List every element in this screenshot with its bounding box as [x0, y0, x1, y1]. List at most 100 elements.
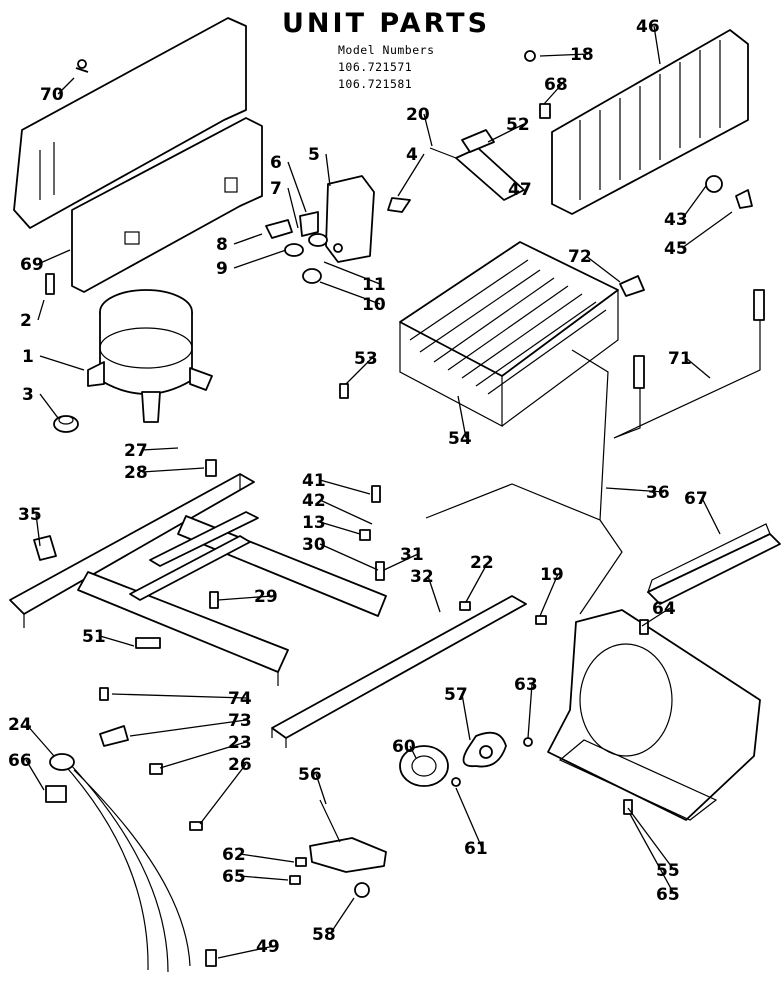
leader-line-64: [641, 607, 671, 627]
leader-line-46: [653, 25, 661, 65]
diagram-title: UNIT PARTS: [282, 8, 491, 39]
tubing-part: [425, 289, 765, 615]
leader-line-72: [585, 255, 621, 283]
leader-line-24: [25, 723, 55, 757]
leader-line-61: [455, 787, 483, 849]
evaporator-part: [399, 241, 619, 427]
part-number-58: 58: [312, 925, 336, 945]
part-number-29: 29: [254, 587, 278, 607]
leader-line-52: [487, 123, 525, 143]
part-number-47: 47: [508, 180, 532, 200]
part-number-35: 35: [18, 505, 42, 525]
leader-line-57: [461, 693, 471, 741]
part-number-67: 67: [684, 489, 708, 509]
small-hardware-parts: [33, 50, 753, 967]
model-number-1: 106.721571: [338, 60, 413, 74]
leader-lines: [25, 25, 733, 959]
part-number-57: 57: [444, 685, 468, 705]
part-number-22: 22: [470, 553, 494, 573]
part-number-13: 13: [302, 513, 326, 533]
leader-line-45: [681, 211, 733, 249]
part-number-28: 28: [124, 463, 148, 483]
leader-line-56: [315, 773, 327, 805]
part-number-66: 66: [8, 751, 32, 771]
leader-line-58: [329, 897, 355, 935]
part-number-10: 10: [362, 295, 386, 315]
leader-line-42: [319, 499, 373, 525]
part-number-20: 20: [406, 105, 430, 125]
part-number-5: 5: [308, 145, 320, 165]
leader-line-35: [35, 513, 41, 547]
leader-line-53: [345, 357, 373, 385]
part-number-64: 64: [652, 599, 676, 619]
part-number-46: 46: [636, 17, 660, 37]
part-number-41: 41: [302, 471, 326, 491]
part-number-65: 65: [656, 885, 680, 905]
part-number-1: 1: [22, 347, 34, 367]
model-number-2: 106.721581: [338, 77, 413, 91]
wire-harness-part: [45, 753, 191, 973]
relay-group-part: [265, 175, 411, 284]
part-number-30: 30: [302, 535, 326, 555]
leader-line-2: [37, 299, 45, 321]
part-number-72: 72: [568, 247, 592, 267]
part-number-70: 70: [40, 85, 64, 105]
leader-line-67: [701, 497, 721, 535]
fan-shroud-part: [547, 609, 761, 821]
leader-line-13: [319, 521, 361, 535]
part-number-8: 8: [216, 235, 228, 255]
leader-line-41: [319, 479, 371, 495]
leader-line-27: [141, 447, 179, 451]
part-number-61: 61: [464, 839, 488, 859]
leader-line-8: [233, 233, 263, 245]
leader-line-31: [383, 553, 419, 571]
leader-line-6: [287, 161, 307, 213]
part-number-68: 68: [544, 75, 568, 95]
leader-line-54: [457, 395, 467, 439]
condenser-part: [551, 29, 749, 215]
part-number-7: 7: [270, 179, 282, 199]
grommet-3-part: [53, 415, 79, 433]
part-number-19: 19: [540, 565, 564, 585]
part-number-31: 31: [400, 545, 424, 565]
leader-line-71: [685, 357, 711, 379]
part-number-62: 62: [222, 845, 246, 865]
leader-line-66: [25, 759, 45, 791]
part-number-11: 11: [362, 275, 386, 295]
cross-rail-part: [271, 595, 527, 748]
leader-line-74: [111, 693, 247, 699]
part-number-53: 53: [354, 349, 378, 369]
part-number-42: 42: [302, 491, 326, 511]
leader-line-60: [409, 745, 417, 759]
leader-line-19: [539, 573, 559, 617]
part-number-45: 45: [664, 239, 688, 259]
part-number-65: 65: [222, 867, 246, 887]
part-number-74: 74: [228, 689, 252, 709]
leader-line-36: [605, 487, 665, 493]
leader-line-28: [141, 467, 205, 473]
compressor-part: [87, 289, 213, 423]
leader-line-9: [233, 249, 287, 269]
base-frame-part: [9, 473, 387, 686]
leader-line-5: [325, 153, 331, 187]
model-numbers: Model Numbers 106.721571 106.721581: [338, 42, 435, 93]
leader-line-3: [39, 393, 59, 419]
leader-line-30: [319, 543, 379, 571]
leader-line-11: [323, 261, 381, 285]
leader-line-55: [627, 807, 675, 871]
part-number-60: 60: [392, 737, 416, 757]
part-number-51: 51: [82, 627, 106, 647]
leader-line-32: [427, 575, 441, 613]
part-number-2: 2: [20, 311, 32, 331]
part-number-36: 36: [646, 483, 670, 503]
leader-line-26: [199, 763, 247, 825]
part-number-4: 4: [406, 145, 418, 165]
part-number-18: 18: [570, 45, 594, 65]
leader-line-10: [319, 281, 381, 305]
part-number-3: 3: [22, 385, 34, 405]
leader-line-73: [129, 719, 247, 737]
leader-line-49: [217, 945, 275, 959]
